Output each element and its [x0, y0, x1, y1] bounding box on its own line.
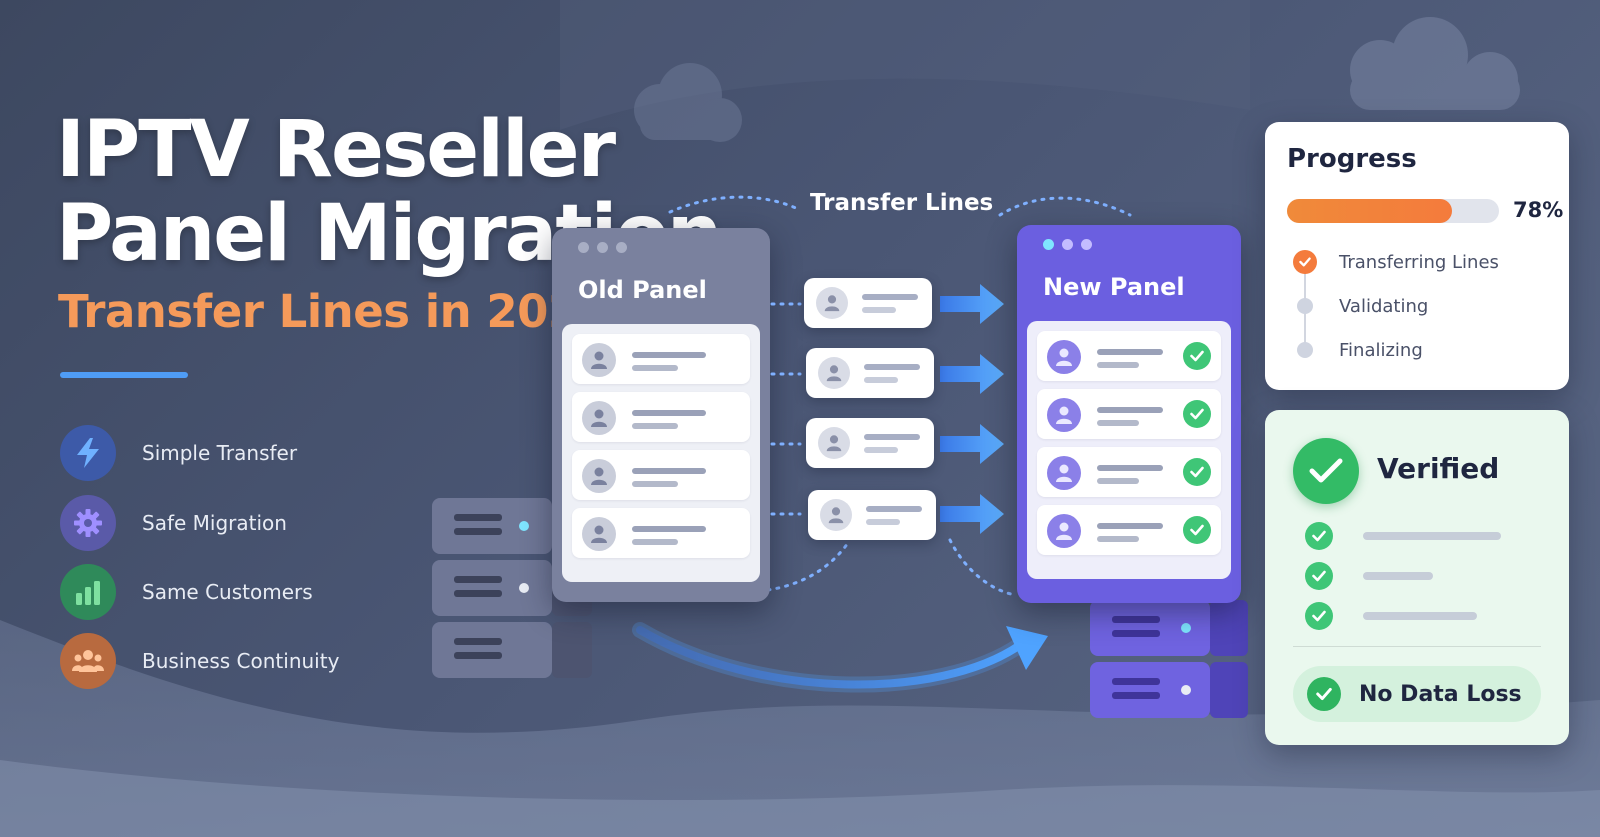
step-label: Transferring Lines	[1339, 251, 1499, 273]
progress-card: Progress 78% Transferring Lines Validati…	[1265, 122, 1569, 390]
subtitle: Transfer Lines in 2026	[58, 285, 610, 338]
check-icon	[1183, 458, 1211, 486]
lightning-icon	[60, 425, 116, 481]
user-icon	[818, 357, 850, 389]
check-icon	[1183, 342, 1211, 370]
verified-item	[1305, 562, 1433, 590]
title-line-1: IPTV Reseller	[56, 105, 616, 195]
verified-item	[1305, 602, 1477, 630]
progress-percent: 78%	[1513, 198, 1564, 222]
no-data-loss-label: No Data Loss	[1359, 681, 1522, 707]
old-panel-list	[562, 324, 760, 582]
feature-item: Safe Migration	[60, 495, 287, 551]
transfer-card	[808, 490, 936, 540]
step-label: Validating	[1339, 295, 1429, 317]
check-icon	[1293, 250, 1317, 274]
user-icon	[582, 459, 616, 493]
user-icon	[1047, 456, 1081, 490]
check-icon	[1307, 677, 1341, 711]
list-item	[572, 450, 750, 500]
transfer-card	[806, 348, 934, 398]
progress-title: Progress	[1287, 144, 1417, 174]
chart-icon	[60, 564, 116, 620]
progress-bar-fill	[1287, 199, 1453, 223]
progress-bar	[1287, 199, 1499, 223]
check-circle-icon	[1293, 438, 1359, 504]
new-server-icon	[1090, 600, 1248, 718]
old-panel: Old Panel	[552, 228, 770, 602]
window-controls	[1043, 239, 1092, 250]
step-item: Transferring Lines	[1293, 250, 1499, 274]
user-icon	[1047, 340, 1081, 374]
verified-item	[1305, 522, 1501, 550]
user-icon	[820, 499, 852, 531]
transfer-card	[804, 278, 932, 328]
people-icon	[60, 633, 116, 689]
feature-item: Simple Transfer	[60, 425, 297, 481]
verified-card: Verified No Data Loss	[1265, 410, 1569, 745]
new-panel: New Panel	[1017, 225, 1241, 603]
user-icon	[582, 401, 616, 435]
user-icon	[816, 287, 848, 319]
step-label: Finalizing	[1339, 339, 1423, 361]
feature-label: Business Continuity	[142, 649, 340, 673]
user-icon	[818, 427, 850, 459]
user-icon	[582, 517, 616, 551]
window-controls	[578, 242, 627, 253]
feature-item: Business Continuity	[60, 633, 339, 689]
new-panel-list	[1027, 321, 1231, 579]
old-panel-title: Old Panel	[578, 276, 707, 304]
list-item	[572, 508, 750, 558]
accent-divider	[60, 372, 188, 378]
pending-dot-icon	[1293, 338, 1317, 362]
new-panel-title: New Panel	[1043, 273, 1185, 301]
user-icon	[1047, 514, 1081, 548]
step-item: Validating	[1293, 294, 1428, 318]
list-item	[572, 334, 750, 384]
list-item	[1037, 389, 1221, 439]
list-item	[1037, 447, 1221, 497]
pending-dot-icon	[1293, 294, 1317, 318]
transfer-card	[806, 418, 934, 468]
check-icon	[1305, 522, 1333, 550]
user-icon	[582, 343, 616, 377]
check-icon	[1305, 602, 1333, 630]
no-data-loss-badge: No Data Loss	[1293, 666, 1541, 722]
list-item	[1037, 505, 1221, 555]
cloud-icon	[1350, 17, 1520, 110]
list-item	[1037, 331, 1221, 381]
step-item: Finalizing	[1293, 338, 1423, 362]
feature-label: Safe Migration	[142, 511, 287, 535]
check-icon	[1183, 400, 1211, 428]
feature-label: Simple Transfer	[142, 441, 298, 465]
cloud-icon	[634, 63, 742, 142]
check-icon	[1305, 562, 1333, 590]
list-item	[572, 392, 750, 442]
user-icon	[1047, 398, 1081, 432]
gear-icon	[60, 495, 116, 551]
verified-title: Verified	[1377, 452, 1500, 485]
check-icon	[1183, 516, 1211, 544]
transfer-lines-label: Transfer Lines	[810, 190, 994, 216]
feature-item: Same Customers	[60, 564, 313, 620]
feature-label: Same Customers	[142, 580, 313, 604]
divider	[1293, 646, 1541, 647]
